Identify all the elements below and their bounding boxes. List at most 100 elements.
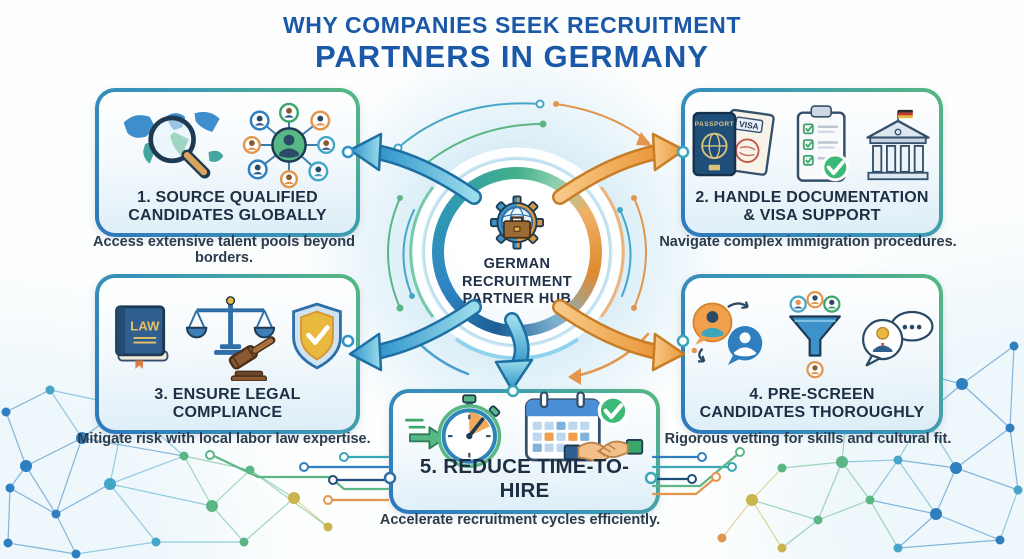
screening-funnel-icon (789, 291, 841, 379)
mesh-node (893, 543, 903, 553)
mesh-node (239, 537, 249, 547)
box-reduce-time-to-hire-inner: 5. REDUCE TIME-TO-HIRE (393, 390, 656, 510)
hub-label-line3: PARTNER HUB (462, 291, 572, 308)
mesh-edge (935, 513, 1001, 541)
mesh-edge (721, 499, 753, 539)
box3-icons: LAW (109, 287, 347, 386)
box4-heading-line1: 4. PRE-SCREEN (749, 385, 875, 403)
mesh-edge (935, 467, 957, 515)
law-book-label: LAW (130, 319, 160, 334)
mesh-node (893, 455, 903, 465)
box-source-candidates-inner: 1. SOURCE QUALIFIED CANDIDATES GLOBALLY (99, 92, 356, 233)
mesh-node (995, 535, 1005, 545)
mesh-edge (243, 497, 295, 543)
flow-arrow-to-box2 (552, 132, 686, 205)
shield-check-icon (291, 302, 342, 370)
mesh-edge (817, 499, 871, 521)
world-map-magnifier-icon (123, 111, 223, 179)
checklist-icon (796, 104, 850, 182)
mesh-node (956, 378, 968, 390)
mesh-edge (1009, 427, 1019, 491)
mesh-node (1, 407, 11, 417)
box-reduce-time-to-hire: 5. REDUCE TIME-TO-HIRE (389, 389, 660, 514)
mesh-edge (55, 483, 111, 515)
mesh-node (717, 533, 727, 543)
hub-arc-blue (454, 337, 580, 361)
mesh-edge (869, 499, 937, 515)
mesh-node (245, 465, 255, 475)
hub-arc-green (409, 186, 435, 318)
passport-label: PASSPORT (695, 121, 734, 128)
candidate-network-icon (242, 102, 335, 189)
mesh-edge (961, 345, 1015, 385)
hub-label-line1: GERMAN (483, 255, 551, 272)
mesh-node (5, 483, 15, 493)
box4-icons (688, 287, 936, 386)
mesh-edge (5, 389, 51, 413)
hub-arc-orange (599, 186, 625, 318)
mesh-edge (211, 505, 245, 543)
mesh-edge (7, 487, 11, 544)
box5-icons (404, 390, 646, 468)
mesh-edge (751, 499, 783, 549)
mesh-edge (781, 461, 843, 469)
mesh-edge (751, 499, 819, 521)
mesh-edge (817, 461, 843, 521)
box2-heading: 2. HANDLE DOCUMENTATION & VISA SUPPORT (695, 189, 928, 225)
mesh-edge (55, 437, 83, 515)
mesh-edge (75, 541, 157, 555)
mesh-edge (1009, 345, 1015, 429)
mesh-node (3, 538, 13, 548)
mesh-edge (869, 459, 899, 501)
mesh-node (104, 478, 116, 490)
mesh-edge (7, 542, 77, 555)
mesh-edge (897, 539, 1001, 549)
mesh-edge (25, 465, 57, 515)
mesh-edge (841, 461, 871, 501)
central-hub: GERMAN RECRUITMENT PARTNER HUB (432, 167, 602, 337)
flow-arrow-to-box3 (348, 299, 482, 372)
mesh-edge (897, 459, 957, 469)
box5-caption: Accelerate recruitment cycles efficientl… (379, 512, 661, 528)
box3-caption: Mitigate risk with local labor law exper… (77, 431, 371, 447)
mesh-edge (897, 459, 937, 515)
mesh-node (777, 543, 787, 553)
box2-heading-line2: & VISA SUPPORT (743, 206, 881, 224)
hub-label-line2: RECRUITMENT (462, 273, 572, 290)
mesh-node (206, 500, 218, 512)
box1-icons (118, 101, 338, 189)
box3-heading-line2: COMPLIANCE (172, 403, 283, 421)
mesh-edge (781, 519, 819, 549)
box2-icons: VISA PASSPORT (689, 101, 935, 189)
box-legal-compliance: LAW (95, 274, 360, 434)
candidate-review-icon (691, 301, 763, 366)
title-line-2: PARTNERS IN GERMANY (315, 38, 709, 74)
flow-arrow-to-box1 (348, 132, 482, 205)
mesh-node (323, 522, 333, 532)
visa-label: VISA (739, 119, 760, 132)
box-prescreen-candidates: 4. PRE-SCREEN CANDIDATES THOROUGHLY (681, 274, 943, 434)
mesh-edge (955, 467, 1019, 491)
mesh-edge (293, 497, 329, 528)
mesh-edge (999, 489, 1019, 541)
mesh-node (1009, 341, 1019, 351)
mesh-node (51, 509, 61, 519)
box4-heading-line2: CANDIDATES THOROUGHLY (699, 403, 925, 421)
box1-heading: 1. SOURCE QUALIFIED CANDIDATES GLOBALLY (128, 189, 326, 225)
mesh-node (813, 515, 823, 525)
mesh-edge (9, 465, 27, 489)
box5-heading: 5. REDUCE TIME-TO-HIRE (399, 455, 650, 502)
mesh-node (950, 462, 962, 474)
mesh-edge (961, 383, 1011, 429)
passport-visa-icon: VISA PASSPORT (692, 108, 775, 177)
interview-chat-icon (862, 311, 934, 367)
page-title: WHY COMPANIES SEEK RECRUITMENT PARTNERS … (0, 12, 1024, 74)
mesh-node (930, 508, 942, 520)
law-book-icon: LAW (114, 305, 168, 370)
box1-heading-line1: 1. SOURCE QUALIFIED (137, 188, 318, 206)
mesh-node (746, 494, 758, 506)
mesh-node (45, 385, 55, 395)
box5-heading-line1: 5. REDUCE TIME-TO-HIRE (419, 455, 630, 502)
mesh-edge (211, 469, 251, 507)
central-hub-badge: GERMAN RECRUITMENT PARTNER HUB (444, 179, 590, 325)
